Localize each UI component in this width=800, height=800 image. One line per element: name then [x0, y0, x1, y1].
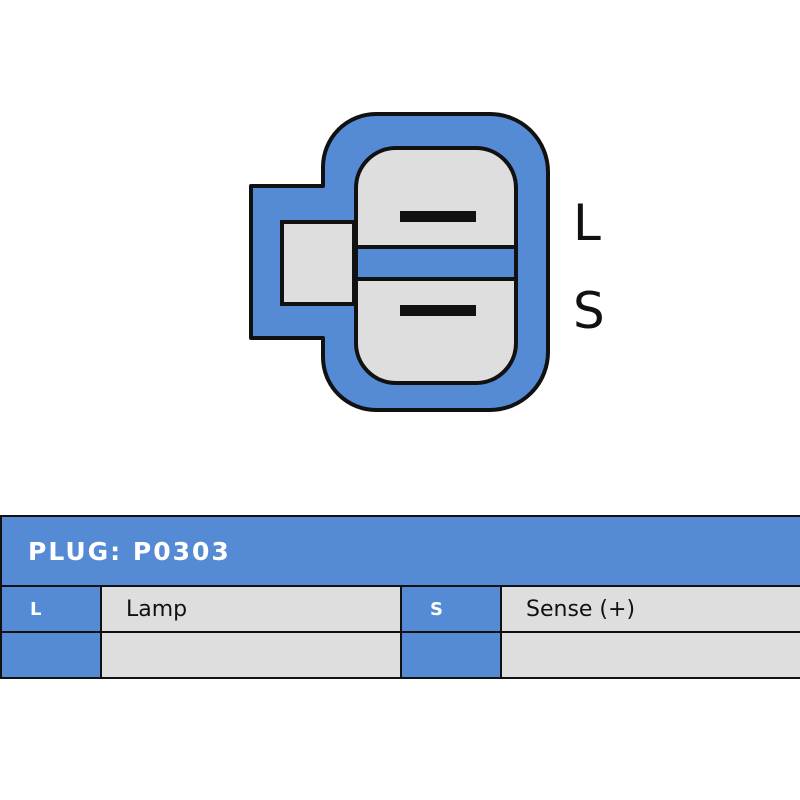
connector-divider: [354, 245, 518, 281]
pin-code-cell: L: [0, 585, 102, 633]
pin-description-cell: Lamp: [100, 585, 402, 633]
plug-pinout-table: PLUG: P0303 L Lamp S Sense (+): [0, 515, 800, 679]
table-row: L Lamp S Sense (+): [0, 585, 800, 633]
pin-description-cell: Sense (+): [499, 585, 800, 633]
connector-latch: [280, 220, 356, 306]
pin-label-l: L: [573, 194, 601, 252]
pin-description-cell: [499, 631, 800, 679]
pin-code-cell: S: [400, 585, 502, 633]
pin-code-cell: [400, 631, 502, 679]
pin-code-cell: [0, 631, 102, 679]
plug-title: PLUG: P0303: [0, 515, 800, 587]
pin-label-s: S: [573, 282, 605, 340]
pin-terminal-l: [400, 211, 476, 222]
table-row: [0, 631, 800, 679]
pin-description-cell: [100, 631, 402, 679]
pin-terminal-s: [400, 305, 476, 316]
table-header-row: PLUG: P0303: [0, 515, 800, 587]
